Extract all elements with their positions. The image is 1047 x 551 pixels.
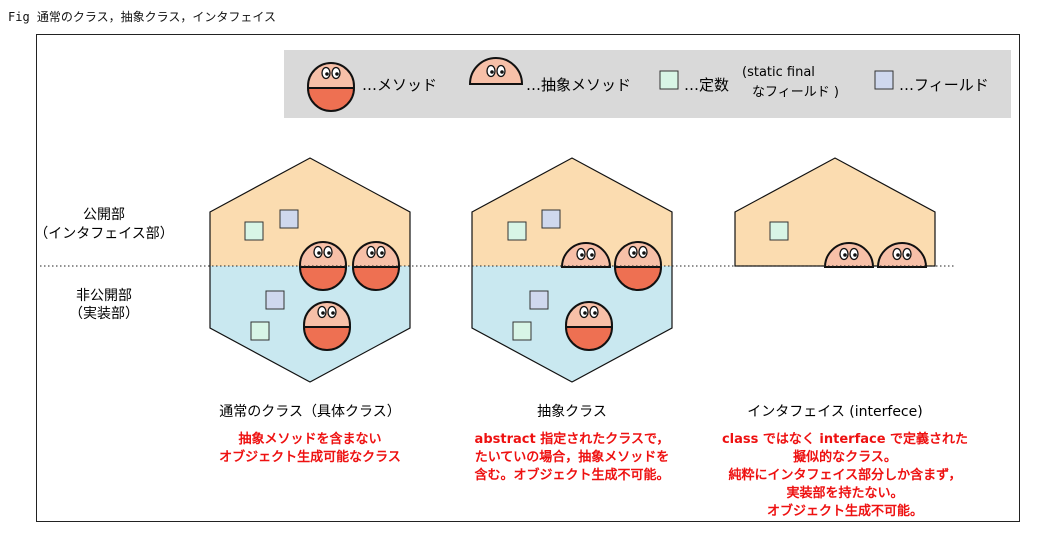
- interface-title: インタフェイス (interfece): [747, 404, 922, 420]
- abstract-class-title: 抽象クラス: [537, 404, 607, 420]
- legend-constant-label: …定数: [684, 76, 729, 94]
- constant-icon: [250, 321, 270, 341]
- abstract-desc-line: abstract 指定されたクラスで，: [475, 431, 670, 447]
- method-icon: [299, 241, 347, 291]
- concrete-class-shape: [209, 157, 411, 383]
- abstract-class-shape: [471, 157, 673, 383]
- private-label-2: （実装部）: [69, 306, 139, 322]
- legend-constant-icon: [659, 70, 679, 90]
- constant-icon: [512, 321, 532, 341]
- interface-desc-line: class ではなく interface で定義された: [722, 431, 968, 447]
- method-icon: [614, 241, 662, 291]
- constant-icon: [769, 221, 789, 241]
- legend-field-icon: [874, 70, 894, 90]
- field-icon: [279, 209, 299, 229]
- legend-abstract-method-icon: [468, 57, 524, 85]
- legend: …メソッド …抽象メソッド …定数 (static final なフィールド )…: [284, 50, 1011, 118]
- constant-icon: [507, 221, 527, 241]
- figure-frame: [36, 34, 1020, 522]
- concrete-desc-line: オブジェクト生成可能なクラス: [219, 449, 401, 465]
- abstract-desc-line: 含む。オブジェクト生成不可能。: [473, 467, 669, 483]
- private-label-1: 非公開部: [76, 288, 132, 304]
- legend-method-icon: [307, 62, 355, 112]
- concrete-desc-line: 抽象メソッドを含まない: [238, 431, 381, 447]
- legend-abstract-method-label: …抽象メソッド: [526, 76, 631, 94]
- field-icon: [541, 209, 561, 229]
- public-label-2: （インタフェイス部）: [34, 226, 174, 242]
- field-icon: [529, 290, 549, 310]
- interface-desc-line: 擬似的なクラス。: [793, 449, 897, 465]
- legend-field-label: …フィールド: [899, 76, 989, 94]
- public-label-1: 公開部: [83, 207, 125, 223]
- interface-desc-line: 純粋にインタフェイス部分しか含まず，: [729, 467, 962, 483]
- method-icon: [565, 301, 613, 351]
- field-icon: [265, 290, 285, 310]
- interface-desc-line: オブジェクト生成不可能。: [767, 503, 923, 519]
- legend-constant-note-2: なフィールド ): [752, 85, 839, 100]
- legend-constant-note-1: (static final: [742, 65, 815, 80]
- interface-desc-line: 実装部を持たない。: [786, 485, 903, 501]
- constant-icon: [244, 221, 264, 241]
- method-icon: [303, 301, 351, 351]
- concrete-class-title: 通常のクラス（具体クラス）: [219, 404, 400, 420]
- figure-caption: Fig 通常のクラス，抽象クラス，インタフェイス: [8, 10, 277, 24]
- interface-shape: [734, 157, 936, 268]
- abstract-desc-line: たいていの場合，抽象メソッドを: [475, 449, 670, 465]
- legend-method-label: …メソッド: [362, 76, 437, 94]
